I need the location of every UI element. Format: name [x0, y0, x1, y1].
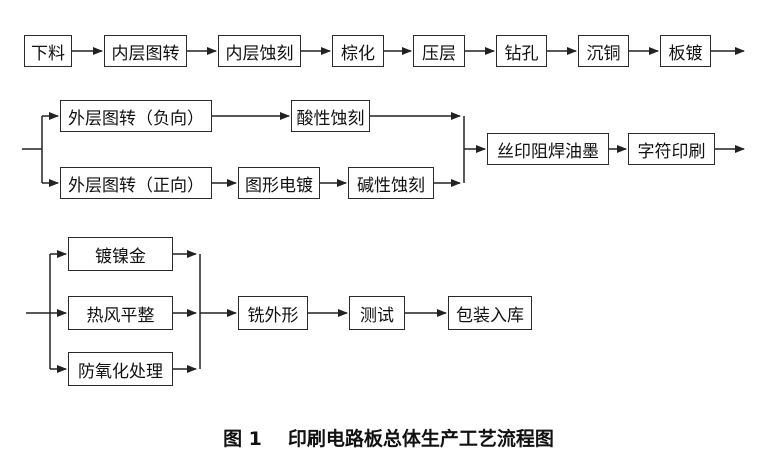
node-lamination: 压层 — [413, 35, 465, 67]
node-outer-transfer-negative: 外层图转（负向） — [60, 100, 212, 132]
node-brown-oxide: 棕化 — [332, 35, 384, 67]
node-legend-printing: 字符印刷 — [628, 133, 715, 165]
node-drilling: 钻孔 — [496, 35, 547, 67]
node-hasl: 热风平整 — [68, 296, 173, 330]
node-alkaline-etching: 碱性蚀刻 — [348, 167, 434, 199]
node-enig: 镀镍金 — [68, 237, 173, 271]
node-osp: 防氧化处理 — [68, 352, 173, 386]
node-outer-transfer-positive: 外层图转（正向） — [60, 167, 212, 199]
node-inner-image-transfer: 内层图转 — [104, 35, 187, 67]
node-routing: 铣外形 — [238, 296, 308, 330]
node-copper-deposition: 沉铜 — [578, 35, 629, 67]
node-packing: 包装入库 — [448, 296, 532, 330]
figure-title: 印刷电路板总体生产工艺流程图 — [287, 428, 554, 450]
node-cutting: 下料 — [24, 35, 72, 67]
node-panel-plating: 板镀 — [660, 35, 711, 67]
figure-caption: 图 1 印刷电路板总体生产工艺流程图 — [0, 424, 777, 451]
node-solder-mask-printing: 丝印阻焊油墨 — [487, 133, 609, 165]
node-inner-etching: 内层蚀刻 — [218, 35, 301, 67]
figure-number: 图 1 — [223, 428, 262, 450]
node-acid-etching: 酸性蚀刻 — [291, 100, 370, 132]
node-testing: 测试 — [349, 296, 405, 330]
node-pattern-plating: 图形电镀 — [238, 167, 320, 199]
